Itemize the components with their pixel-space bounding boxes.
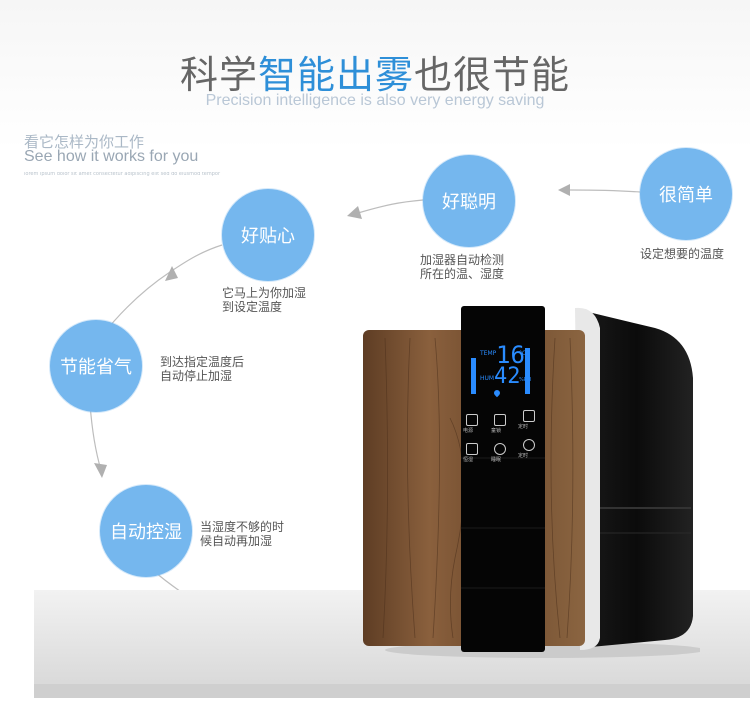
- display-bar-left: [471, 358, 476, 394]
- button-label-timer: 定时: [518, 424, 529, 430]
- display-hum-unit: %RH: [519, 377, 531, 383]
- page-subtitle: Precision intelligence is also very ener…: [205, 92, 545, 109]
- arrow-1: [558, 184, 570, 196]
- arrow-3: [165, 266, 178, 281]
- display-bar-right: [525, 348, 530, 394]
- feature-circle-smart: 好聪明: [423, 155, 515, 247]
- feature-desc-simple: 设定想要的温度: [640, 247, 725, 261]
- button-label-power: 电源: [463, 428, 474, 434]
- button-label-timer2: 定时: [518, 453, 529, 459]
- power-icon[interactable]: [466, 414, 478, 426]
- humidity-icon[interactable]: [466, 443, 478, 455]
- intro-english: See how it works for you: [24, 148, 199, 165]
- feature-label: 自动控湿: [110, 522, 182, 543]
- device-side: [580, 310, 693, 648]
- feature-desc-smart: 加湿器自动检测 所在的温、湿度: [420, 253, 505, 281]
- arc-segment-1: [569, 189, 641, 193]
- feature-desc-humidity: 当湿度不够的时 候自动再加湿: [200, 520, 285, 548]
- timer-icon[interactable]: [523, 439, 535, 451]
- title-part1: 科学: [179, 53, 258, 97]
- feature-label: 好贴心: [241, 226, 295, 247]
- feature-circle-caring: 好贴心: [222, 189, 314, 281]
- lock-icon[interactable]: [494, 414, 506, 426]
- feature-circle-simple: 很简单: [640, 148, 732, 240]
- page-title: 科学智能出雾也很节能: [0, 44, 750, 99]
- feature-label: 节能省气: [60, 357, 132, 378]
- arc-segment-4: [89, 403, 102, 471]
- title-part2: 也很节能: [414, 53, 571, 97]
- floor-edge: [34, 684, 750, 698]
- display-hum-value: 42: [494, 364, 521, 389]
- display-temp-label: TEMP: [480, 350, 497, 357]
- control-panel: [461, 306, 545, 652]
- feature-circle-energy: 节能省气: [50, 320, 142, 412]
- arc-segment-2: [357, 199, 424, 214]
- display-hum-label: HUM: [480, 375, 495, 382]
- header-background: [0, 0, 750, 150]
- arrow-2: [347, 206, 362, 219]
- heater-icon[interactable]: [523, 410, 535, 422]
- arrow-4: [94, 463, 107, 478]
- button-label-humidity: 恒湿: [463, 457, 474, 463]
- feature-label: 好聪明: [442, 192, 496, 213]
- humidifier-image: [363, 306, 700, 658]
- button-label-sleep: 睡眠: [491, 457, 502, 463]
- intro-chinese: 看它怎样为你工作: [24, 133, 145, 151]
- intro-fine-print: lorem ipsum dolor sit amet consectetur a…: [24, 172, 221, 177]
- feature-desc-energy: 到达指定温度后 自动停止加湿: [160, 355, 245, 383]
- feature-circle-humidity: 自动控湿: [100, 485, 192, 577]
- display-temp-value: 16: [496, 341, 525, 369]
- feature-desc-caring: 它马上为你加湿 到设定温度: [222, 286, 307, 314]
- arc-segment-3: [99, 244, 223, 339]
- button-label-lock: 童锁: [491, 428, 502, 434]
- feature-label: 很简单: [659, 185, 713, 206]
- title-highlight: 智能出雾: [257, 53, 414, 97]
- sleep-icon[interactable]: [494, 443, 506, 455]
- display-temp-unit: °C: [519, 350, 527, 357]
